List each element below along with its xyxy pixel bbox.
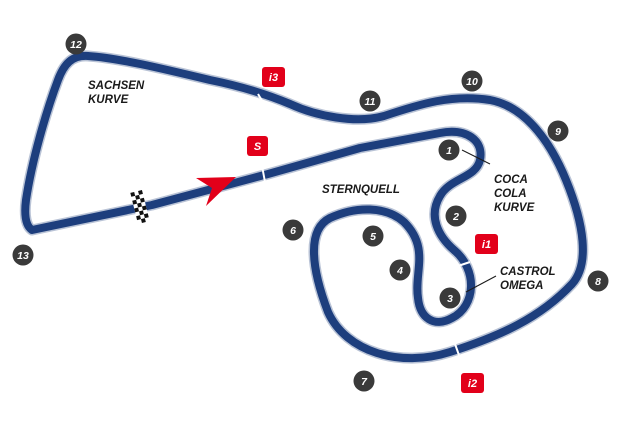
svg-text:3: 3 [447, 293, 453, 305]
turn-badge: 4 [389, 259, 411, 281]
direction-arrow-icon [196, 177, 236, 206]
svg-text:S: S [254, 141, 262, 153]
tick-i3 [257, 93, 265, 105]
marker-i3: i3 [262, 67, 285, 87]
svg-text:6: 6 [290, 225, 296, 237]
svg-text:11: 11 [365, 96, 376, 108]
sector-ticks [257, 93, 471, 359]
svg-text:2: 2 [452, 211, 459, 223]
turn-badge: 3 [439, 287, 461, 309]
turn-badge: 7 [353, 370, 375, 392]
svg-text:7: 7 [361, 376, 368, 388]
marker-i1: i1 [475, 234, 498, 254]
turn-badge: 9 [547, 120, 569, 142]
tick-start [261, 165, 266, 183]
track [19, 50, 589, 364]
label-sachsen-kurve-2: KURVE [88, 94, 129, 106]
label-sachsen-kurve-1: SACHSEN [88, 80, 145, 92]
label-coca-cola-kurve-2: COLA [494, 188, 527, 200]
label-castrol-omega-2: OMEGA [500, 280, 543, 292]
svg-text:i2: i2 [468, 378, 477, 390]
label-sternquell: STERNQUELL [322, 184, 400, 196]
svg-text:13: 13 [17, 250, 29, 262]
leader-lines [461, 149, 497, 293]
svg-text:12: 12 [70, 39, 82, 51]
label-coca-cola-kurve-1: COCA [494, 174, 528, 186]
marker-i2: i2 [461, 373, 484, 393]
svg-text:4: 4 [396, 265, 403, 277]
svg-text:10: 10 [466, 76, 478, 88]
label-coca-cola-kurve-3: KURVE [494, 202, 535, 214]
checkered-flag-icon [130, 190, 150, 224]
turn-badge: 6 [282, 219, 304, 241]
turn-badge: 13 [12, 244, 34, 266]
turn-badge: 8 [587, 270, 609, 292]
svg-text:5: 5 [370, 231, 376, 243]
svg-text:9: 9 [555, 126, 561, 138]
turn-badges: 1 2 3 4 5 6 7 8 9 10 11 12 13 [12, 33, 609, 392]
svg-text:1: 1 [446, 145, 452, 157]
tick-i1 [457, 261, 471, 267]
corner-labels: SACHSEN KURVE STERNQUELL COCA COLA KURVE… [88, 80, 556, 292]
label-castrol-omega-1: CASTROL [500, 266, 556, 278]
turn-badge: 5 [362, 225, 384, 247]
svg-text:i3: i3 [269, 72, 278, 84]
svg-text:8: 8 [595, 276, 601, 288]
tick-i2 [454, 343, 461, 359]
turn-badge: 11 [359, 90, 381, 112]
track-line [21, 51, 587, 363]
turn-badge: 2 [445, 205, 467, 227]
svg-text:i1: i1 [482, 239, 491, 251]
turn-badge: 10 [461, 70, 483, 92]
turn-badge: 1 [438, 139, 460, 161]
marker-start: S [247, 136, 268, 156]
turn-badge: 12 [65, 33, 87, 55]
